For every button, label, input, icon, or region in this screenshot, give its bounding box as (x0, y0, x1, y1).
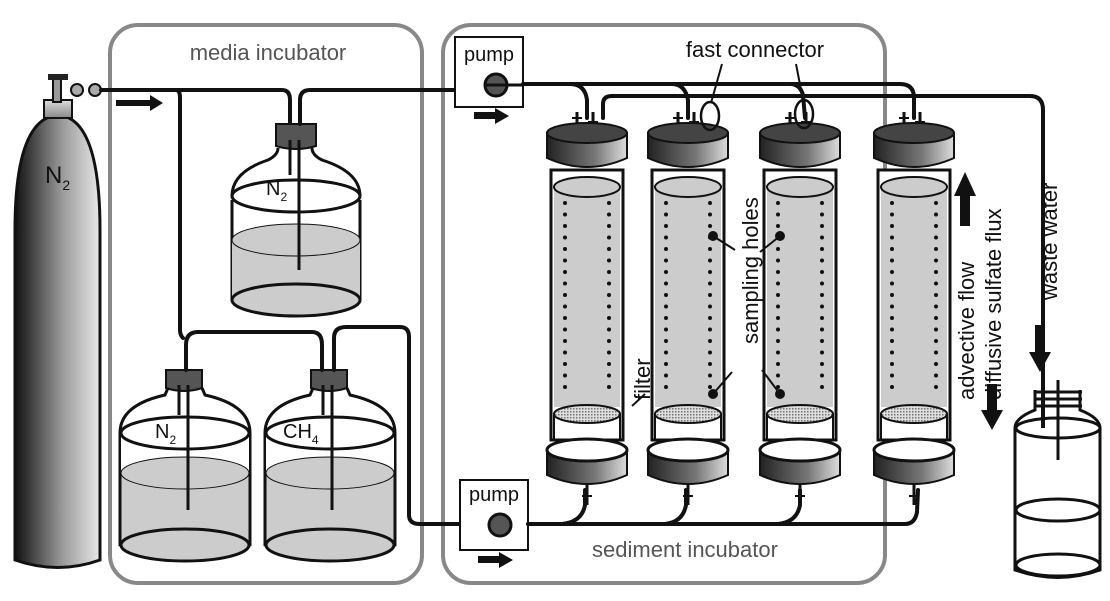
waste-water-label: waste water (1037, 183, 1062, 301)
valve-icon (70, 83, 84, 97)
media-bottle-left: N2 (118, 369, 252, 563)
flow-arrow-icon (478, 552, 513, 568)
pump-top: pump (454, 36, 524, 124)
flow-arrow-icon (116, 95, 163, 111)
filter-label: filter (630, 358, 655, 400)
sediment-column (872, 112, 956, 505)
fast-connector-label: fast connector (686, 37, 824, 62)
bottle-right-label: CH4 (283, 421, 319, 447)
sediment-column (758, 112, 842, 505)
gas-line (99, 88, 292, 124)
pump-bottom-label: pump (469, 484, 519, 506)
bottle-top-label: N2 (266, 178, 287, 204)
waste-water-bottle (1013, 380, 1102, 579)
media-incubator-label: media incubator (190, 40, 347, 65)
n2-gas-cylinder: N2 (13, 74, 102, 569)
inflow-manifold-line (521, 82, 916, 120)
arrow-up-icon (954, 172, 976, 226)
sampling-holes-label: sampling holes (738, 197, 763, 344)
bottle-left-label: N2 (155, 421, 176, 447)
bottle-link-line (184, 330, 324, 372)
arrow-down-icon (1029, 325, 1051, 372)
diffusive-sulfate-flux-label: diffusive sulfate flux (981, 208, 1006, 400)
pump-top-label: pump (464, 44, 514, 66)
arrow-down-icon (981, 384, 1003, 430)
flow-arrow-icon (474, 108, 509, 124)
media-to-pump-line (332, 325, 492, 526)
media-bottle-right: CH4 (263, 369, 397, 563)
cylinder-label: N2 (45, 162, 70, 193)
fast-connector-marker (699, 100, 721, 132)
media-incubator-box (108, 23, 424, 585)
advective-flow-label: advective flow (954, 262, 979, 400)
sediment-column (646, 112, 730, 505)
media-outlet-line (298, 88, 492, 126)
gas-branch-line (174, 88, 185, 340)
pump-bottom: pump (459, 479, 529, 568)
outflow-manifold-line (601, 94, 1045, 462)
bottom-manifold-line (526, 488, 920, 526)
media-bottle-top: N2 (230, 123, 362, 318)
sediment-incubator-label: sediment incubator (592, 537, 778, 562)
fast-connector-marker (793, 98, 815, 130)
sediment-column (545, 112, 629, 505)
